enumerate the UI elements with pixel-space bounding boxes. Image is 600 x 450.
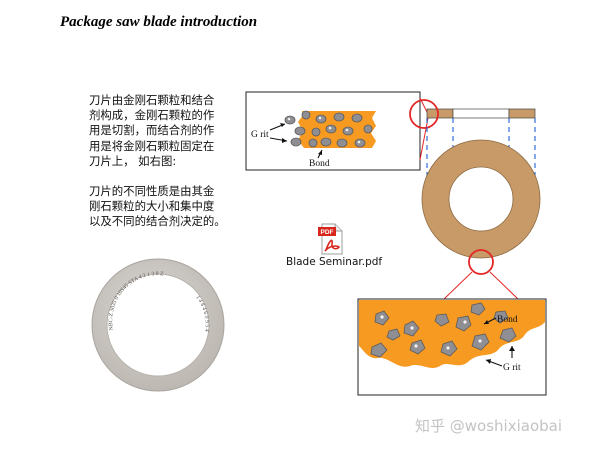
top-bond-label: Bond	[309, 159, 330, 169]
blade-photo: NBC-Z 3035 0 10S45 STA 4 2 1 3 0 Z 1 4 8…	[91, 258, 225, 392]
text-line: 剂构成，金刚石颗粒的作	[89, 108, 215, 123]
bottom-grit-label: G rit	[503, 363, 521, 373]
top-zoom-panel: G rit Bond	[245, 91, 429, 171]
pdf-filename[interactable]: Blade Seminar.pdf	[286, 256, 383, 268]
text-line: 刀片上， 如右图:	[89, 153, 177, 168]
intro-paragraph-properties: 刀片的不同性质是由其金 刚石颗粒的大小和集中度 以及不同的结合剂决定的。	[89, 184, 239, 230]
highlight-circle-top	[409, 99, 439, 129]
blade-center-hole	[106, 273, 210, 377]
text-line: 刚石颗粒的大小和集中度	[89, 199, 215, 214]
text-line: 用是将金刚石颗粒固定在	[89, 138, 215, 153]
pdf-badge: PDF	[321, 229, 334, 236]
text-line: 用是切割，而结合剂的作	[89, 123, 215, 138]
top-grit-label: G rit	[251, 130, 269, 140]
text-line: 刀片由金刚石颗粒和结合	[89, 93, 215, 107]
blade-ring-top-view	[421, 139, 541, 301]
grit-particles-bottom	[370, 302, 517, 358]
page-title: Package saw blade introduction	[60, 14, 258, 30]
text-line: 刀片的不同性质是由其金	[89, 184, 215, 198]
watermark: 知乎 @woshixiaobai	[415, 417, 562, 435]
bottom-zoom-panel: Bond G rit	[357, 298, 547, 396]
bottom-bond-label: Bond	[497, 315, 518, 325]
highlight-circle-bottom	[468, 249, 494, 275]
grit-particles-top	[284, 110, 373, 148]
intro-paragraph-composition: 刀片由金刚石颗粒和结合 剂构成，金刚石颗粒的作 用是切割，而结合剂的作 用是将金…	[89, 93, 239, 169]
pdf-attachment[interactable]: PDF	[282, 222, 382, 260]
pdf-file-icon: PDF	[318, 223, 343, 255]
text-line: 以及不同的结合剂决定的。	[89, 214, 226, 229]
zoom-connector-bottom	[442, 271, 520, 301]
blade-cross-section	[409, 99, 536, 129]
